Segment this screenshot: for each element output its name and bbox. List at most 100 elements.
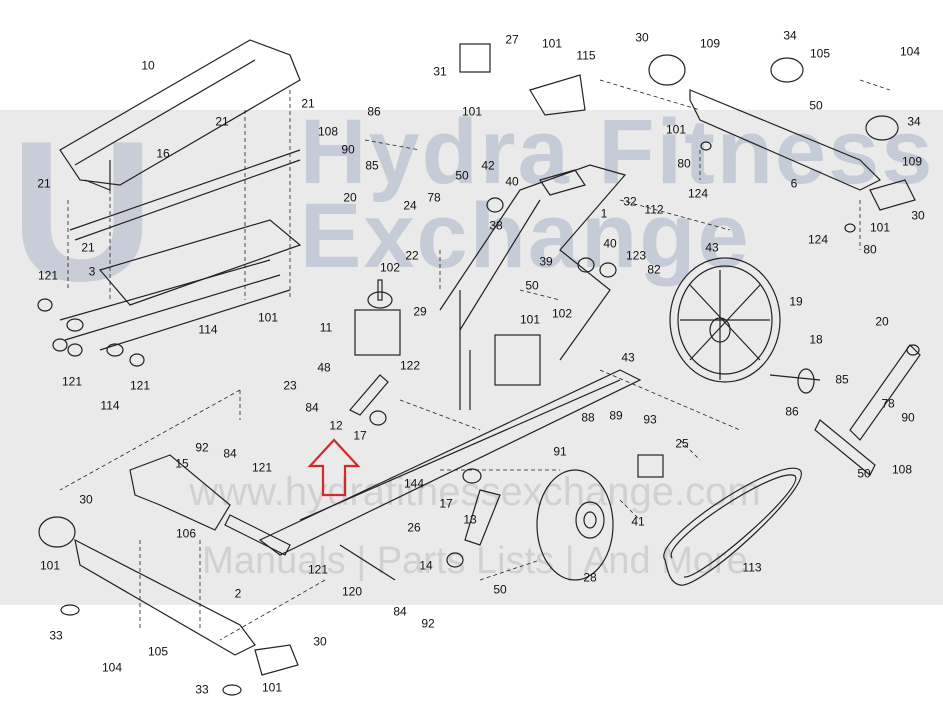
part-label-80: 80	[863, 242, 877, 257]
part-label-21: 21	[301, 96, 315, 111]
part-label-28: 28	[583, 570, 597, 585]
part-label-84: 84	[223, 446, 237, 461]
part-label-22: 22	[405, 248, 419, 263]
part-label-20: 20	[875, 314, 889, 329]
part-label-80: 80	[677, 156, 691, 171]
part-label-30: 30	[911, 208, 925, 223]
drive-belt	[663, 467, 802, 586]
part-label-6: 6	[790, 176, 798, 191]
part-label-12: 12	[329, 418, 343, 433]
watermark-tagline: Manuals | Parts Lists | And More	[202, 540, 748, 582]
part-label-50: 50	[525, 278, 539, 293]
part-label-114: 114	[198, 322, 218, 337]
part-label-31: 31	[433, 64, 447, 79]
part-label-14: 14	[419, 558, 433, 573]
crank-bracket	[349, 374, 389, 426]
part-label-101: 101	[257, 310, 279, 325]
part-label-34: 34	[907, 114, 921, 129]
part-label-109: 109	[901, 154, 923, 169]
part-label-40: 40	[603, 236, 617, 251]
part-label-101: 101	[519, 312, 541, 327]
part-label-20: 20	[343, 190, 357, 205]
part-label-26: 26	[407, 520, 421, 535]
part-label-33: 33	[49, 628, 63, 643]
part-label-3: 3	[88, 264, 96, 279]
resistance-motor	[354, 279, 401, 356]
part-label-10: 10	[141, 58, 155, 73]
part-label-84: 84	[393, 604, 407, 619]
part-label-48: 48	[317, 360, 331, 375]
part-label-50: 50	[455, 168, 469, 183]
part-label-124: 124	[807, 232, 829, 247]
part-label-105: 105	[147, 644, 169, 659]
part-label-30: 30	[79, 492, 93, 507]
part-label-78: 78	[881, 396, 895, 411]
part-label-92: 92	[195, 440, 209, 455]
highlight-arrow	[307, 438, 361, 497]
rear-stabilizer	[648, 54, 916, 233]
right-crank	[814, 344, 921, 476]
part-label-112: 112	[644, 202, 664, 217]
part-label-101: 101	[665, 122, 687, 137]
part-label-121: 121	[61, 374, 83, 389]
left-crank	[446, 468, 501, 568]
watermark-logo: Hydra Fitness Exchange	[300, 101, 935, 287]
part-label-121: 121	[251, 460, 273, 475]
part-label-121: 121	[37, 268, 59, 283]
part-label-27: 27	[505, 32, 519, 47]
part-label-104: 104	[101, 660, 123, 675]
part-label-101: 101	[541, 36, 563, 51]
part-label-105: 105	[809, 46, 831, 61]
part-label-21: 21	[215, 114, 229, 129]
part-label-86: 86	[785, 404, 799, 419]
part-label-109: 109	[699, 36, 721, 51]
part-label-39: 39	[539, 254, 553, 269]
part-label-43: 43	[621, 350, 635, 365]
part-label-34: 34	[783, 28, 797, 43]
part-label-21: 21	[81, 240, 95, 255]
part-label-30: 30	[635, 30, 649, 45]
part-label-23: 23	[283, 378, 297, 393]
part-label-25: 25	[675, 436, 689, 451]
part-label-13: 13	[463, 512, 477, 527]
part-label-40: 40	[505, 174, 519, 189]
part-label-102: 102	[551, 306, 573, 321]
seat-rod	[339, 544, 396, 581]
pedal-assembly	[129, 454, 291, 556]
watermark-monogram: U	[10, 100, 155, 323]
console-bracket	[529, 74, 586, 116]
part-label-101: 101	[39, 558, 61, 573]
part-label-104: 104	[899, 44, 921, 59]
part-label-18: 18	[809, 332, 823, 347]
part-label-102: 102	[379, 260, 401, 275]
part-label-115: 115	[576, 48, 596, 63]
part-label-92: 92	[421, 616, 435, 631]
part-label-19: 19	[789, 294, 803, 309]
part-label-50: 50	[857, 466, 871, 481]
part-label-106: 106	[175, 526, 197, 541]
part-label-88: 88	[581, 410, 595, 425]
part-label-123: 123	[625, 248, 647, 263]
part-label-21: 21	[37, 176, 51, 191]
part-label-41: 41	[631, 514, 645, 529]
part-label-121: 121	[307, 562, 329, 577]
part-label-101: 101	[869, 220, 891, 235]
part-label-113: 113	[742, 560, 762, 575]
part-label-29: 29	[413, 304, 427, 319]
part-label-24: 24	[403, 198, 417, 213]
part-label-11: 11	[319, 320, 333, 335]
part-label-16: 16	[156, 146, 170, 161]
part-label-42: 42	[481, 158, 495, 173]
part-label-43: 43	[705, 240, 719, 255]
part-label-114: 114	[100, 398, 120, 413]
part-label-2: 2	[234, 586, 242, 601]
part-label-17: 17	[353, 428, 367, 443]
part-label-122: 122	[399, 358, 421, 373]
pulley	[536, 469, 614, 581]
part-label-86: 86	[367, 104, 381, 119]
main-upright-frame	[258, 164, 642, 556]
part-label-85: 85	[365, 158, 379, 173]
part-label-84: 84	[305, 400, 319, 415]
part-label-108: 108	[317, 124, 339, 139]
part-label-1: 1	[600, 206, 608, 221]
